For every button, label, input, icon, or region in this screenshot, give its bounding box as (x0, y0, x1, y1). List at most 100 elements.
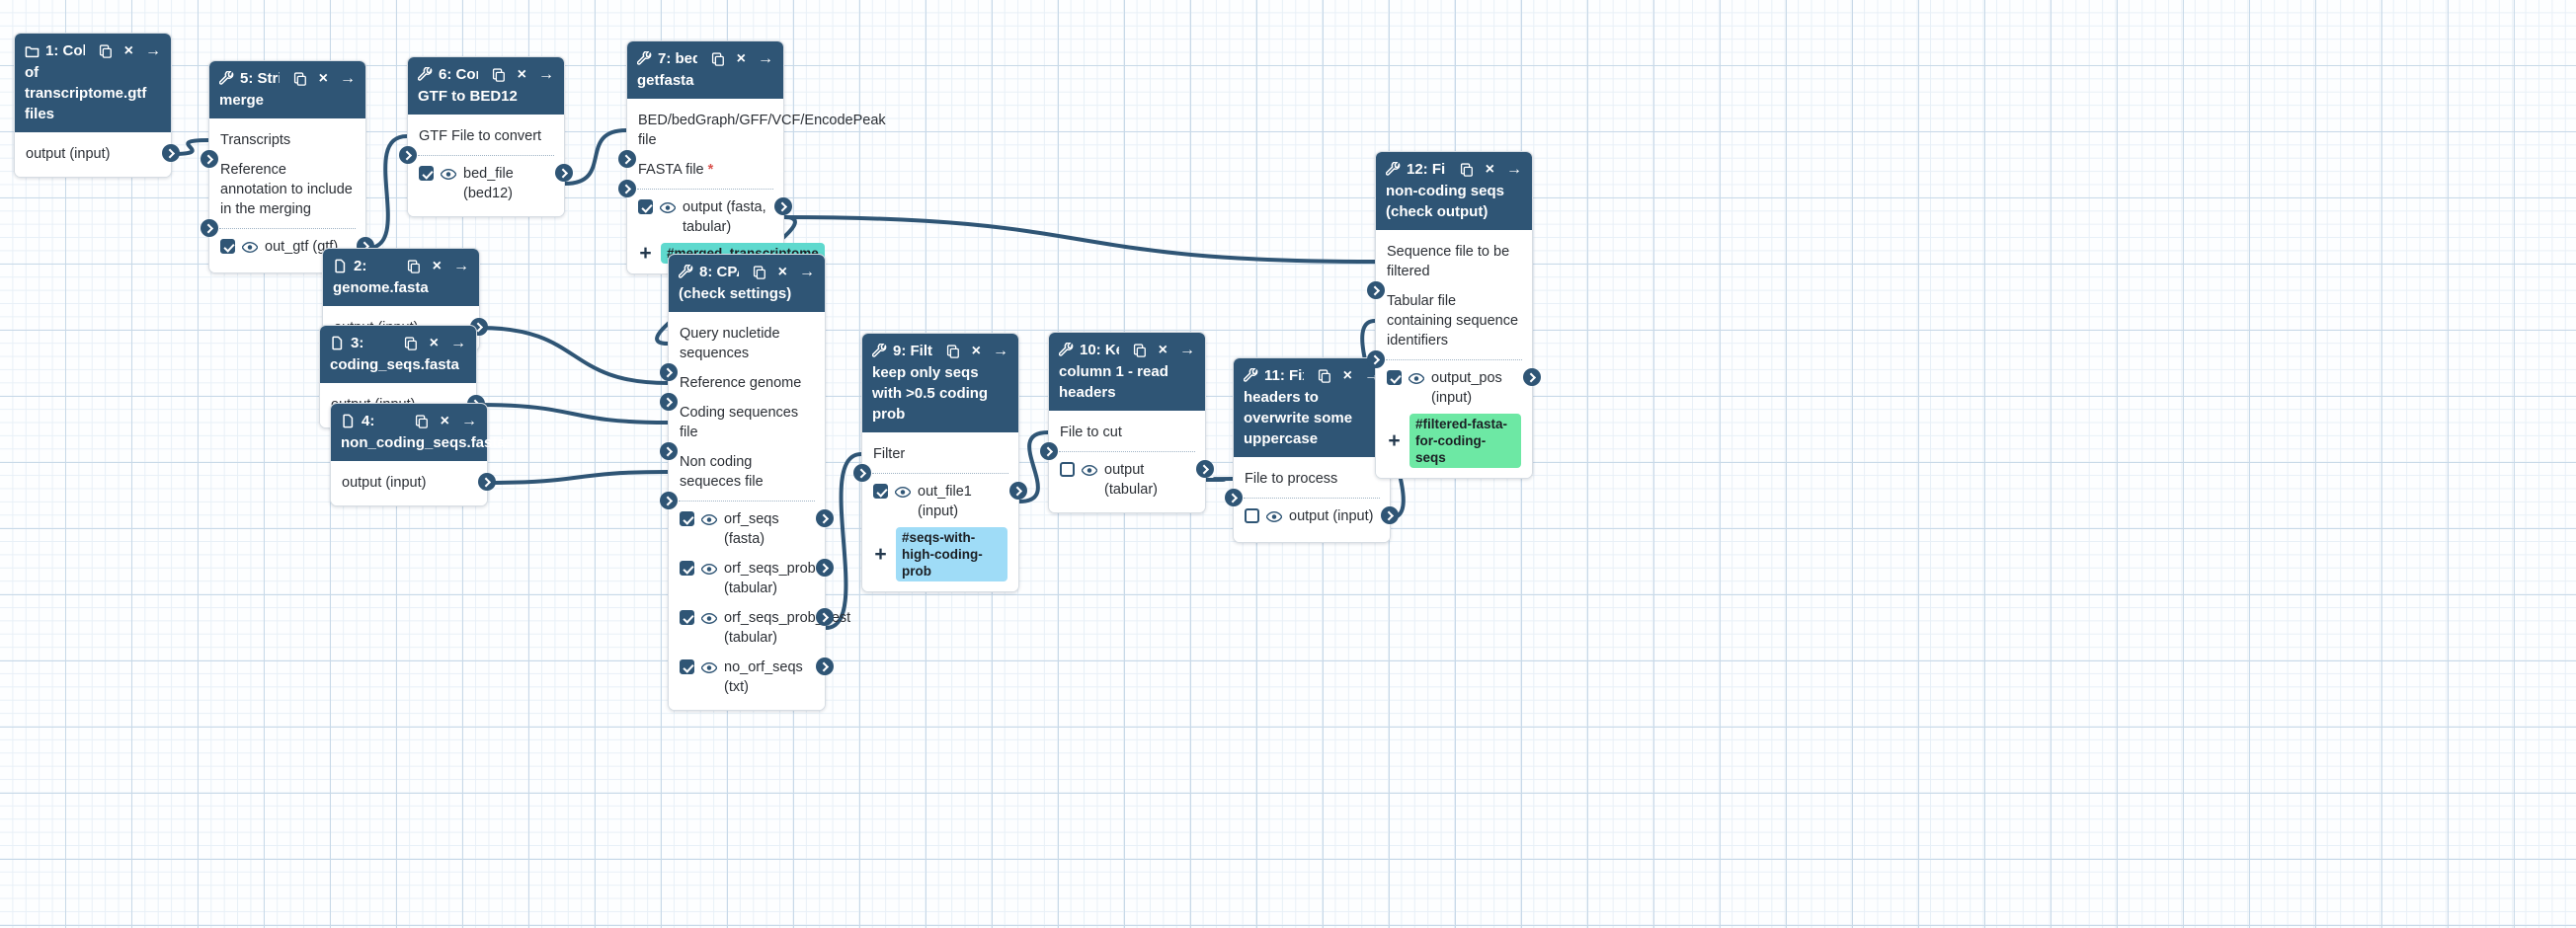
eye-icon[interactable] (700, 660, 718, 680)
add-tag-icon[interactable]: + (874, 542, 887, 566)
close-icon[interactable]: × (1485, 161, 1494, 178)
input-connector-node-7-in-1[interactable] (618, 180, 636, 197)
close-icon[interactable]: × (777, 264, 787, 280)
close-icon[interactable]: × (517, 66, 526, 83)
input-connector-node-8-in-3[interactable] (660, 492, 678, 509)
workflow-node-node-9[interactable]: 9: Filter and×→keep only seqs with >0.5 … (853, 333, 1027, 592)
input-connector-node-11-in-0[interactable] (1225, 489, 1243, 506)
output-checkbox[interactable] (1060, 462, 1075, 477)
duplicate-icon[interactable] (407, 259, 421, 273)
output-tag[interactable]: #seqs-with-high-coding-prob (896, 527, 1007, 581)
navigate-arrow-icon[interactable]: → (993, 343, 1008, 359)
eye-icon[interactable] (700, 512, 718, 532)
output-connector-node-9-out-0[interactable] (1009, 482, 1027, 500)
eye-icon[interactable] (241, 240, 259, 260)
workflow-node-node-10[interactable]: 10: Keep only×→column 1 - read headersFi… (1040, 332, 1214, 513)
navigate-arrow-icon[interactable]: → (1506, 161, 1522, 178)
duplicate-icon[interactable] (404, 336, 418, 350)
input-connector-node-5-in-1[interactable] (201, 219, 218, 237)
node-header[interactable]: 8: CPAT×→(check settings) (669, 255, 825, 312)
workflow-node-node-11[interactable]: 11: Fix×→headers to overwrite some upper… (1225, 357, 1399, 543)
input-connector-node-6-in-0[interactable] (399, 146, 417, 164)
duplicate-icon[interactable] (753, 265, 766, 279)
close-icon[interactable]: × (429, 335, 439, 351)
input-connector-node-8-in-0[interactable] (660, 363, 678, 381)
close-icon[interactable]: × (318, 70, 328, 87)
close-icon[interactable]: × (1158, 342, 1167, 358)
navigate-arrow-icon[interactable]: → (145, 42, 161, 59)
add-tag-icon[interactable]: + (639, 241, 652, 265)
output-checkbox[interactable] (680, 561, 694, 576)
output-connector-node-8-out-1[interactable] (816, 559, 834, 577)
eye-icon[interactable] (659, 200, 677, 220)
input-connector-node-10-in-0[interactable] (1040, 442, 1058, 460)
input-connector-node-7-in-0[interactable] (618, 150, 636, 168)
input-connector-node-12-in-0[interactable] (1367, 281, 1385, 299)
output-connector-node-8-out-0[interactable] (816, 509, 834, 527)
eye-icon[interactable] (700, 562, 718, 581)
navigate-arrow-icon[interactable]: → (799, 264, 815, 280)
input-connector-node-8-in-2[interactable] (660, 442, 678, 460)
navigate-arrow-icon[interactable]: → (461, 413, 477, 429)
node-header[interactable]: 2:×→genome.fasta (323, 249, 479, 306)
duplicate-icon[interactable] (946, 344, 960, 358)
output-tag[interactable]: #filtered-fasta-for-coding-seqs (1409, 414, 1521, 468)
eye-icon[interactable] (1265, 509, 1283, 529)
eye-icon[interactable] (700, 611, 718, 631)
output-connector-node-1-out-0[interactable] (162, 144, 180, 162)
close-icon[interactable]: × (736, 50, 746, 67)
output-connector-node-6-out-0[interactable] (555, 164, 573, 182)
navigate-arrow-icon[interactable]: → (538, 66, 554, 83)
output-connector-node-8-out-2[interactable] (816, 608, 834, 626)
output-checkbox[interactable] (638, 199, 653, 214)
node-header[interactable]: 12: Filter out×→non-coding seqs (check o… (1376, 152, 1532, 230)
navigate-arrow-icon[interactable]: → (1179, 342, 1195, 358)
close-icon[interactable]: × (1342, 367, 1352, 384)
close-icon[interactable]: × (123, 42, 133, 59)
node-header[interactable]: 3:×→coding_seqs.fasta (320, 326, 476, 383)
eye-icon[interactable] (894, 485, 912, 504)
navigate-arrow-icon[interactable]: → (453, 258, 469, 274)
navigate-arrow-icon[interactable]: → (340, 70, 356, 87)
close-icon[interactable]: × (440, 413, 449, 429)
duplicate-icon[interactable] (1133, 343, 1147, 357)
add-tag-icon[interactable]: + (1388, 428, 1401, 452)
eye-icon[interactable] (1081, 463, 1098, 483)
duplicate-icon[interactable] (293, 71, 307, 86)
input-connector-node-8-in-1[interactable] (660, 393, 678, 411)
workflow-node-node-5[interactable]: 5: StringTie×→mergeTranscriptsReference … (201, 60, 374, 273)
output-checkbox[interactable] (419, 166, 434, 181)
duplicate-icon[interactable] (1318, 368, 1331, 383)
output-connector-node-4-out-0[interactable] (478, 473, 496, 491)
node-header[interactable]: 6: Convert×→GTF to BED12 (408, 57, 564, 115)
output-checkbox[interactable] (1387, 370, 1402, 385)
output-checkbox[interactable] (680, 511, 694, 526)
node-header[interactable]: 5: StringTie×→merge (209, 61, 365, 118)
node-header[interactable]: 4:×→non_coding_seqs.fasta (331, 404, 506, 461)
output-checkbox[interactable] (1245, 508, 1259, 523)
close-icon[interactable]: × (432, 258, 442, 274)
eye-icon[interactable] (1408, 371, 1425, 391)
close-icon[interactable]: × (971, 343, 981, 359)
node-header[interactable]: 9: Filter and×→keep only seqs with >0.5 … (862, 334, 1018, 432)
duplicate-icon[interactable] (1460, 162, 1474, 177)
input-connector-node-9-in-0[interactable] (853, 464, 871, 482)
workflow-node-node-7[interactable]: 7: bedtools×→getfastaBED/bedGraph/GFF/VC… (618, 40, 886, 274)
output-connector-node-10-out-0[interactable] (1196, 460, 1214, 478)
output-checkbox[interactable] (680, 610, 694, 625)
output-connector-node-7-out-0[interactable] (774, 197, 792, 215)
workflow-node-node-12[interactable]: 12: Filter out×→non-coding seqs (check o… (1367, 151, 1541, 479)
workflow-node-node-1[interactable]: 1: Collection×→of transcriptome.gtf file… (14, 33, 180, 178)
node-header[interactable]: 11: Fix×→headers to overwrite some upper… (1234, 358, 1390, 457)
navigate-arrow-icon[interactable]: → (758, 50, 773, 67)
navigate-arrow-icon[interactable]: → (450, 335, 466, 351)
eye-icon[interactable] (440, 167, 457, 187)
input-connector-node-5-in-0[interactable] (201, 150, 218, 168)
output-checkbox[interactable] (220, 239, 235, 254)
output-checkbox[interactable] (873, 484, 888, 499)
output-connector-node-12-out-0[interactable] (1523, 368, 1541, 386)
duplicate-icon[interactable] (99, 43, 113, 58)
